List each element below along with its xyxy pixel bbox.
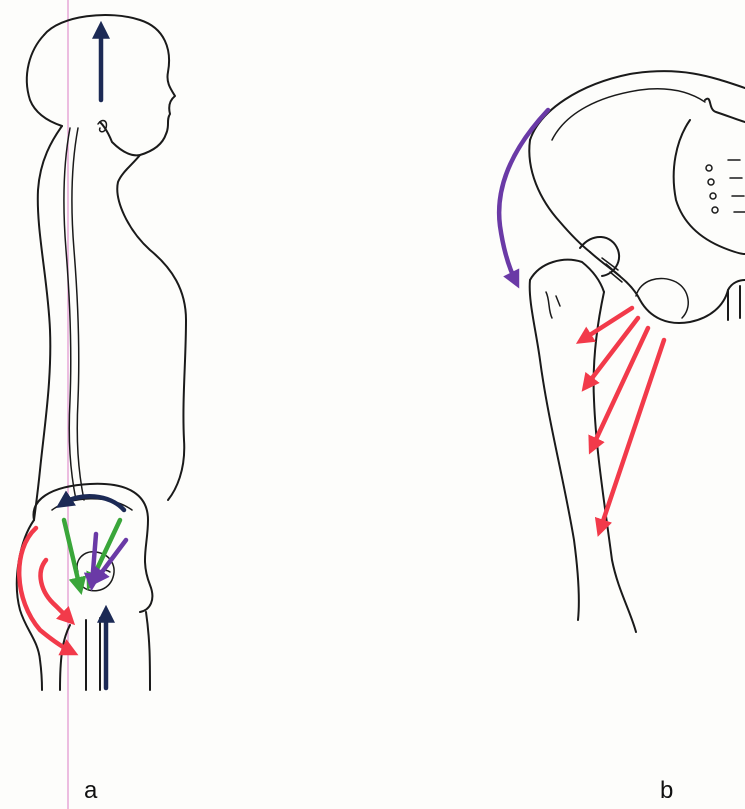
panel-b-arrows — [499, 110, 664, 530]
arrow-red-inner — [41, 560, 70, 620]
arrow-red-adductor-3 — [592, 328, 648, 448]
arrow-green-1 — [64, 520, 80, 588]
panel-label-a: a — [84, 779, 97, 803]
panel-a-arrows — [19, 28, 126, 688]
arrow-red-adductor-2 — [586, 318, 638, 386]
panel-label-b: b — [660, 779, 673, 803]
arrow-red-adductor-4 — [600, 340, 664, 530]
arrow-navy-pelvis-curve — [62, 496, 124, 510]
